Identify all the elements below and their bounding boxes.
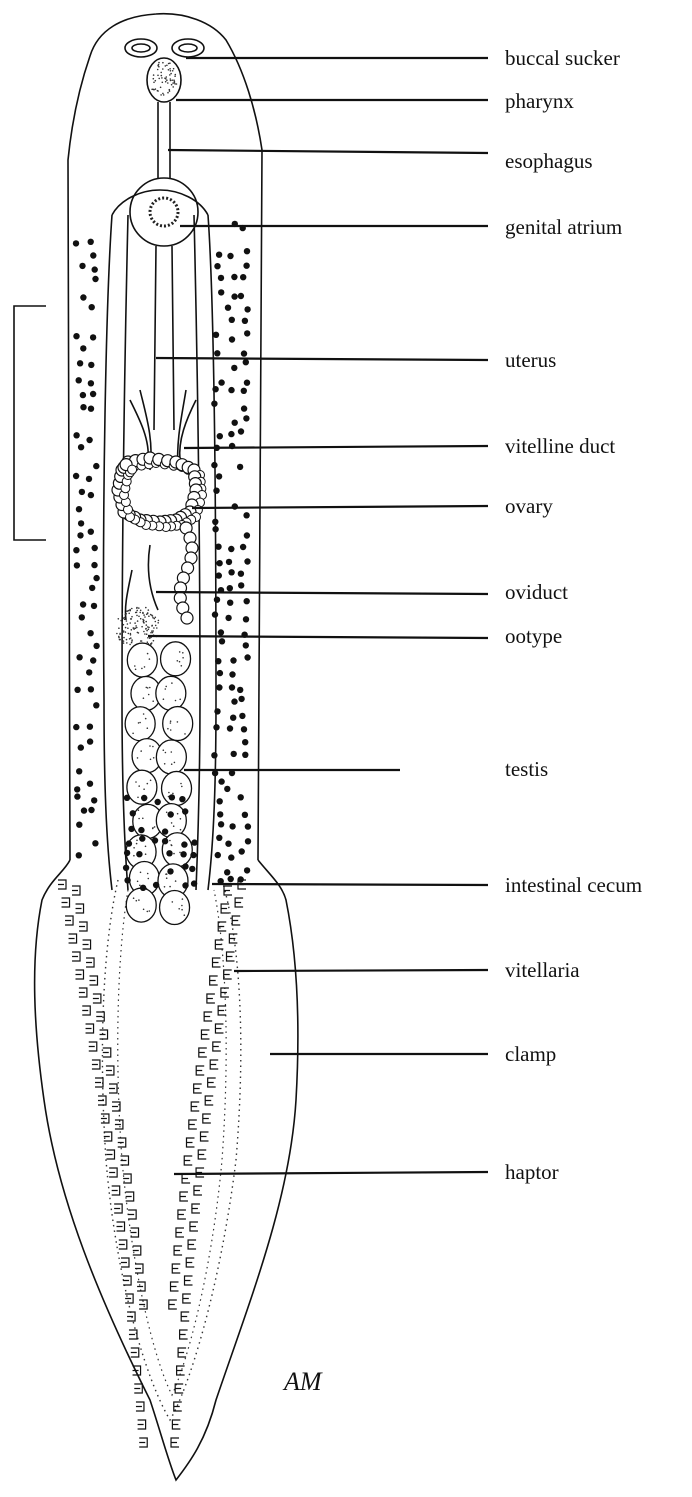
label-genital-atrium: genital atrium [505, 215, 622, 239]
testis-shape [125, 642, 193, 925]
intestinal-cecum-right [194, 215, 216, 890]
label-ovary: ovary [505, 494, 553, 518]
leader-lines [148, 58, 488, 1174]
label-uterus: uterus [505, 348, 556, 372]
haptor-inner-outline-2 [118, 890, 226, 1395]
pharynx-stipple [151, 62, 177, 96]
genital-atrium-center [150, 198, 178, 226]
oviduct-shape [125, 545, 158, 620]
label-oviduct: oviduct [505, 580, 568, 604]
esophagus-shape [158, 102, 170, 178]
intestinal-cecum-left [103, 215, 128, 890]
label-clamp: clamp [505, 1042, 556, 1066]
buccal-sucker-shape [125, 39, 204, 57]
label-vitelline-duct: vitelline duct [505, 434, 615, 458]
label-esophagus: esophagus [505, 149, 593, 173]
label-vitellaria: vitellaria [505, 958, 580, 982]
genital-atrium-shape [130, 178, 198, 246]
label-intestinal-cecum: intestinal cecum [505, 873, 642, 897]
artist-signature: AM [282, 1367, 323, 1396]
label-buccal-sucker: buccal sucker [505, 46, 620, 70]
label-testis: testis [505, 757, 548, 781]
label-pharynx: pharynx [505, 89, 574, 113]
scale-bracket [14, 306, 46, 540]
label-haptor: haptor [505, 1160, 559, 1184]
label-ootype: ootype [505, 624, 562, 648]
haptor-inner-outline [102, 880, 240, 1420]
haptor-outline [35, 860, 298, 1480]
clamp-shapes [58, 880, 246, 1447]
uterus-shape [154, 246, 174, 430]
